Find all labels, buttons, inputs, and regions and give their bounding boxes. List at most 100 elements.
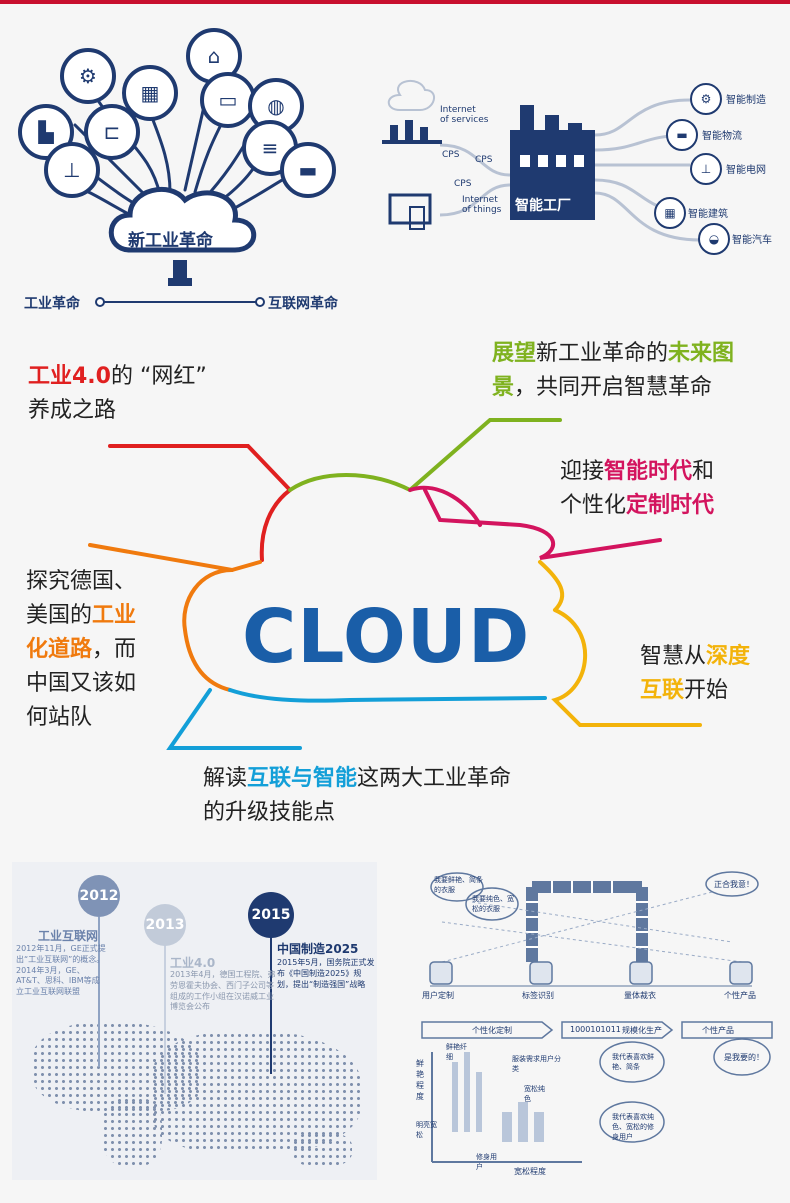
chart-label-2: 明亮宽松: [416, 1121, 437, 1139]
industry-4-highlight: 工业4.0: [28, 364, 111, 389]
topic-text: 的升级技能点: [203, 800, 336, 826]
map-dots-oceania: [292, 1132, 352, 1167]
cloud-label: 新工业革命: [128, 231, 213, 251]
bubble-wanted: 是我要的！: [724, 1053, 764, 1062]
internet-of-things-label: Internet of things: [462, 195, 502, 215]
smart-building-icon: ▦: [654, 197, 686, 229]
path-highlight: 工业: [92, 603, 137, 629]
flow-label-3: 个性产品: [702, 1026, 734, 1035]
conveyor-diagram: [421, 871, 773, 1163]
truck-icon: ▬: [280, 142, 336, 198]
topic-industry-4: 工业4.0的 “网红” 养成之路: [28, 360, 207, 428]
output-label-1: 智能物流: [702, 131, 742, 142]
step-label-1: 标签识别: [522, 991, 554, 1000]
smart-factory-diagram: Internet of services Internet of things …: [370, 75, 780, 265]
bubble-preference-1: 我代表喜欢鲜艳、简条: [612, 1053, 654, 1071]
topic-text: 和: [692, 459, 715, 484]
topic-text: 迎接: [560, 459, 605, 484]
industrial-revolution-label: 工业革命: [24, 296, 80, 312]
x-axis-label: 宽松程度: [514, 1167, 546, 1176]
timeline-world-map: 2012 2013 2015 工业互联网 2012年11月，GE正式提出“工业互…: [12, 862, 377, 1180]
cloud-mind-map: [88, 418, 702, 750]
topic-deep-interconnect: 智慧从深度 互联开始: [640, 640, 750, 708]
topic-text: 探究德国、: [26, 569, 137, 594]
smart-car-icon: ◒: [698, 223, 730, 255]
cloud-title: CLOUD: [242, 594, 531, 680]
chart-label-3: 宽松纯色: [524, 1085, 545, 1103]
chart-label-1: 服装需求用户分类: [512, 1055, 561, 1073]
topic-text: ，共同开启智慧革命: [514, 375, 713, 401]
topic-smart-era: 迎接智能时代和 个性化定制时代: [560, 455, 714, 523]
topic-text: 智慧从: [640, 644, 707, 669]
item-title-2015: 中国制造2025: [277, 942, 359, 956]
topic-text: 美国的: [26, 603, 93, 629]
smart-factory-label: 智能工厂: [515, 198, 571, 214]
pin-stick-2012: [98, 917, 100, 1067]
step-label-0: 用户定制: [422, 991, 454, 1000]
future-highlight: 未来图: [668, 341, 735, 366]
flow-label-2: 规模化生产: [622, 1026, 662, 1035]
bubble-preference-2: 我代表喜欢纯色、宽松的修身用户: [612, 1113, 654, 1141]
flow-label-0: 个性化定制: [472, 1026, 512, 1035]
topic-text: 新工业革命的: [536, 341, 669, 366]
item-title-2013: 工业4.0: [170, 956, 216, 970]
top-accent-bar: [0, 0, 790, 4]
chart-label-4: 修身用户: [476, 1153, 497, 1171]
y-axis-label: 鲜艳程度: [416, 1059, 424, 1101]
topic-text: 何站队: [26, 705, 93, 731]
cps-label-3: CPS: [454, 179, 472, 189]
smart-era-highlight: 智能时代: [604, 459, 693, 484]
cps-label-2: CPS: [475, 155, 493, 165]
interconnect-highlight: 互联: [640, 678, 685, 704]
deep-highlight: 深度: [706, 644, 751, 669]
circuit-lines: [63, 78, 302, 307]
flow-label-1: 1000101011: [570, 1025, 621, 1034]
future-highlight: 展望: [492, 341, 537, 366]
year-pin-2015: 2015: [248, 892, 294, 938]
future-highlight: 景: [492, 375, 515, 401]
bubble-satisfied: 正合我意！: [714, 880, 754, 889]
topic-text: 中国又该如: [26, 671, 137, 697]
output-label-0: 智能制造: [726, 95, 766, 106]
item-title-2012: 工业互联网: [38, 929, 99, 943]
bubble-user-1: 我要鲜艳、简条的衣服: [434, 876, 483, 894]
internet-of-services-label: Internet of services: [440, 105, 489, 125]
topic-future: 展望新工业革命的未来图 景，共同开启智慧革命: [492, 337, 782, 405]
map-dots-south: [102, 1097, 162, 1167]
chip-icon: ▦: [122, 65, 178, 121]
new-industrial-revolution-diagram: 新工业革命 工业革命 互联网革命 ⚙ ▦ ⌂ ▭ ◍ ≡ ▬ ⊏ ▙ ⊥: [10, 20, 370, 320]
topic-interpretation: 解读互联与智能这两大工业革命 的升级技能点: [203, 762, 511, 830]
custom-era-highlight: 定制时代: [626, 493, 715, 519]
output-label-3: 智能建筑: [688, 209, 728, 220]
topic-text: ，而: [92, 637, 137, 663]
topic-text: 解读: [203, 766, 248, 791]
bubble-user-2: 我要纯色、宽松的衣服: [472, 895, 514, 913]
interconnect-smart-highlight: 互联与智能: [247, 766, 358, 791]
step-label-2: 量体裁衣: [624, 991, 656, 1000]
output-label-4: 智能汽车: [732, 235, 772, 246]
item-text-2012: 2012年11月，GE正式提出“工业互联网”的概念。2014年3月，GE、AT&…: [16, 944, 106, 997]
year-pin-2013: 2013: [144, 904, 186, 946]
tower-icon: ⊥: [44, 142, 100, 198]
smart-factory-lines: [382, 79, 701, 242]
topic-text: 养成之路: [28, 398, 117, 424]
output-label-2: 智能电网: [726, 165, 766, 176]
pin-stick-2013: [164, 944, 166, 1094]
internet-revolution-label: 互联网革命: [268, 296, 338, 312]
year-pin-2012: 2012: [78, 875, 120, 917]
topic-text: 的 “网红”: [110, 364, 207, 389]
pin-stick-2015: [270, 934, 272, 1074]
chart-label-0: 鲜艳纤细: [446, 1043, 467, 1061]
smart-manufacturing-icon: ⚙: [690, 83, 722, 115]
forklift-icon: ⊏: [84, 104, 140, 160]
custom-manufacturing-diagram: 我要鲜艳、简条的衣服 我要纯色、宽松的衣服 正合我意！ 我代表喜欢鲜艳、简条 是…: [412, 862, 780, 1180]
robot-arm-icon: ⚙: [60, 48, 116, 104]
cps-label-1: CPS: [442, 150, 460, 160]
topic-industrial-path: 探究德国、 美国的工业 化道路，而 中国又该如 何站队: [26, 565, 136, 735]
item-text-2013: 2013年4月，德国工程院、弗劳恩霍夫协会、西门子公司等组成的工作小组在汉诺威工…: [170, 970, 276, 1012]
smart-logistics-icon: ▬: [666, 119, 698, 151]
topic-text: 这两大工业革命: [357, 766, 512, 791]
path-highlight: 化道路: [26, 637, 93, 663]
step-label-3: 个性产品: [724, 991, 756, 1000]
topic-text: 开始: [684, 678, 729, 704]
